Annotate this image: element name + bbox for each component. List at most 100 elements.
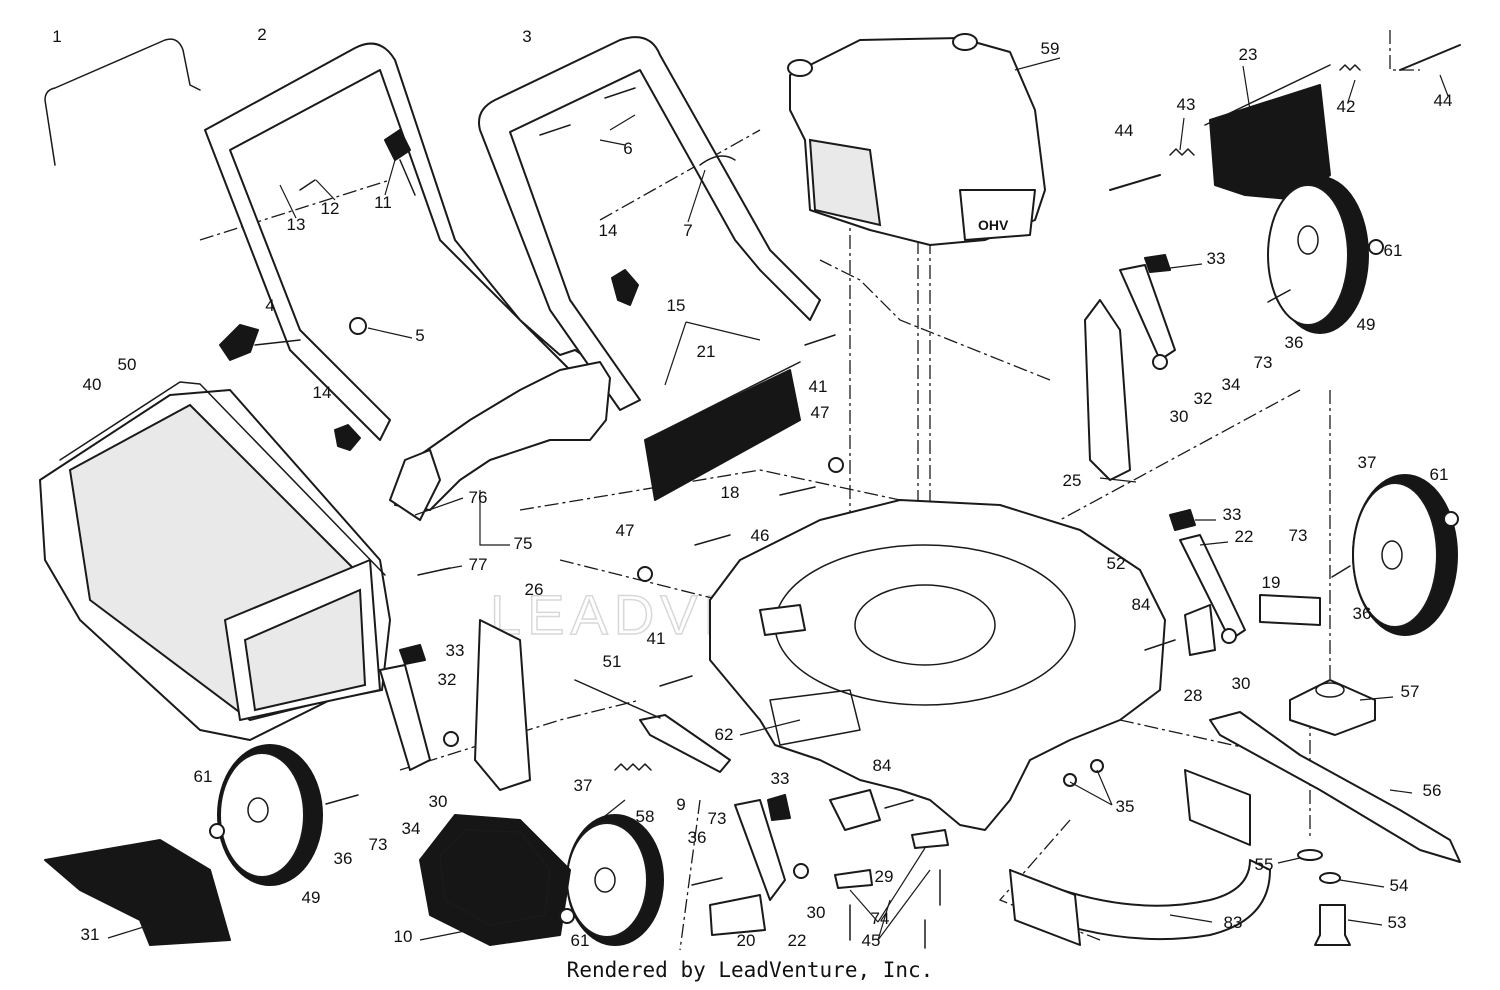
washer-55 [1297, 849, 1323, 861]
callout-57: 57 [1401, 682, 1420, 701]
discharge-shield [44, 839, 231, 946]
callout-30: 30 [1170, 407, 1189, 426]
callout-50: 50 [118, 355, 137, 374]
blade [1209, 711, 1461, 863]
cable [699, 155, 736, 166]
callout-42: 42 [1337, 97, 1356, 116]
callout-61: 61 [194, 767, 213, 786]
callout-84: 84 [1132, 595, 1151, 614]
callout-2: 2 [257, 25, 266, 44]
callout-84: 84 [873, 756, 892, 775]
rear-flap [644, 361, 801, 501]
callout-40: 40 [83, 375, 102, 394]
grass-catcher [39, 381, 391, 741]
spring-42 [1339, 64, 1361, 71]
callout-37: 37 [1358, 453, 1377, 472]
callout-41: 41 [809, 377, 828, 396]
wheel-front-right [1352, 474, 1458, 636]
callout-19: 19 [1262, 573, 1281, 592]
callout-28: 28 [1184, 686, 1203, 705]
callout-21: 21 [697, 342, 716, 361]
blade-bolt [1314, 904, 1351, 946]
callout-77: 77 [469, 555, 488, 574]
upper-handle [478, 36, 821, 411]
callout-18: 18 [721, 483, 740, 502]
baffle [1009, 769, 1271, 946]
callout-41: 41 [647, 629, 666, 648]
spring-43 [1169, 148, 1195, 156]
rear-cover-bracket [389, 361, 611, 521]
nut [349, 317, 367, 335]
callout-36: 36 [1353, 604, 1372, 623]
callout-30: 30 [807, 903, 826, 922]
callout-23: 23 [1239, 45, 1258, 64]
mulch-plug [419, 814, 571, 946]
washer-54 [1319, 872, 1341, 884]
callout-61: 61 [571, 931, 590, 950]
callout-37: 37 [574, 776, 593, 795]
callout-15: 15 [667, 296, 686, 315]
callout-73: 73 [1254, 353, 1273, 372]
callout-33: 33 [771, 769, 790, 788]
callout-44: 44 [1434, 91, 1453, 110]
callout-1: 1 [52, 27, 61, 46]
callout-29: 29 [875, 867, 894, 886]
callout-45: 45 [862, 931, 881, 950]
knob-upper [611, 269, 639, 306]
callout-43: 43 [1177, 95, 1196, 114]
callout-33: 33 [1207, 249, 1226, 268]
callout-73: 73 [1289, 526, 1308, 545]
callout-44: 44 [1115, 121, 1134, 140]
control-bar [44, 38, 201, 166]
callout-59: 59 [1041, 39, 1060, 58]
callout-55: 55 [1255, 855, 1274, 874]
wheel-front-left [566, 814, 664, 946]
callout-62: 62 [715, 725, 734, 744]
callout-73: 73 [708, 809, 727, 828]
wheel-rear-right [1267, 176, 1369, 334]
callout-20: 20 [737, 931, 756, 950]
callout-47: 47 [616, 521, 635, 540]
callout-9: 9 [676, 795, 685, 814]
lower-handle [204, 42, 606, 441]
callout-52: 52 [1107, 554, 1126, 573]
callout-83: 83 [1224, 913, 1243, 932]
callout-22: 22 [1235, 527, 1254, 546]
callout-49: 49 [302, 888, 321, 907]
callout-32: 32 [1194, 389, 1213, 408]
cable-clip [384, 129, 416, 196]
callout-33: 33 [446, 641, 465, 660]
callout-47: 47 [811, 403, 830, 422]
axle-bolt-right [1399, 44, 1461, 71]
callout-30: 30 [1232, 674, 1251, 693]
callout-14: 14 [599, 221, 618, 240]
callout-58: 58 [636, 807, 655, 826]
callout-74: 74 [871, 909, 890, 928]
credit-text: Rendered by LeadVenture, Inc. [566, 958, 934, 982]
callout-51: 51 [603, 652, 622, 671]
callout-25: 25 [1063, 471, 1082, 490]
callout-53: 53 [1388, 913, 1407, 932]
callout-35: 35 [1116, 797, 1135, 816]
callout-56: 56 [1423, 781, 1442, 800]
callout-30: 30 [429, 792, 448, 811]
callout-32: 32 [438, 670, 457, 689]
callout-5: 5 [415, 326, 424, 345]
blade-adapter [1289, 679, 1376, 736]
callout-4: 4 [265, 296, 274, 315]
callout-76: 76 [469, 488, 488, 507]
callout-36: 36 [334, 849, 353, 868]
wheel-rear-left [217, 744, 323, 886]
callout-33: 33 [1223, 505, 1242, 524]
callout-34: 34 [1222, 375, 1241, 394]
hardware [209, 87, 1459, 949]
callout-34: 34 [402, 819, 421, 838]
height-adjuster-front-left [709, 794, 791, 936]
callout-26: 26 [525, 580, 544, 599]
callout-54: 54 [1390, 876, 1409, 895]
engine: OHV [787, 33, 1046, 246]
callout-22: 22 [788, 931, 807, 950]
callout-12: 12 [321, 199, 340, 218]
callout-46: 46 [751, 526, 770, 545]
